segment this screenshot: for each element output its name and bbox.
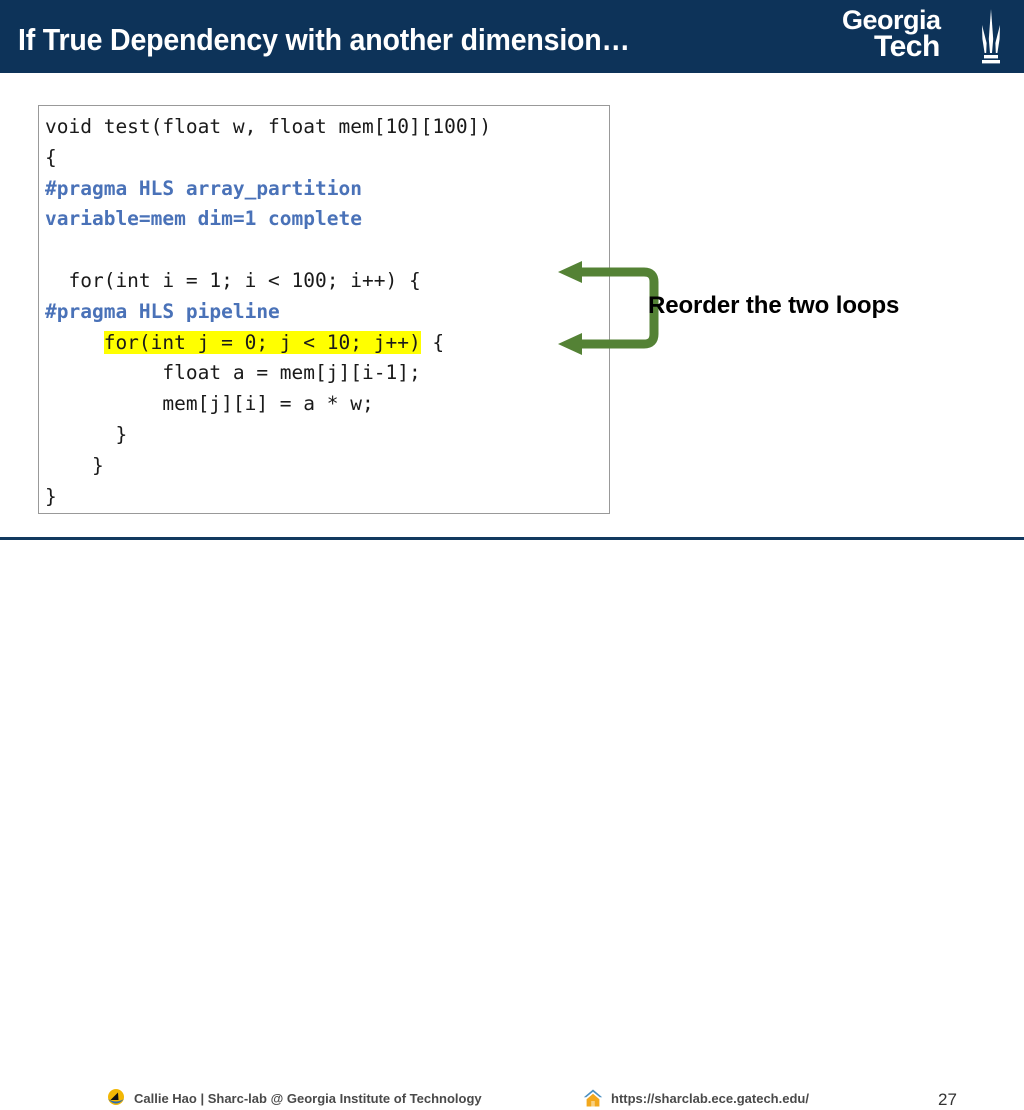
reorder-arrow-icon [558, 261, 659, 355]
code-line: for(int i = 1; i < 100; i++) { [45, 266, 491, 297]
code-line: #pragma HLS pipeline [45, 297, 491, 328]
code-token: for(int i = 1; i < 100; i++) { [45, 268, 421, 292]
code-line: for(int j = 0; j < 10; j++) { [45, 328, 491, 359]
georgia-tech-logo: Georgia Tech [836, 5, 1008, 67]
code-text: void test(float w, float mem[10][100]) { #… [45, 112, 491, 512]
footer-right-text[interactable]: https://sharclab.ece.gatech.edu/ [611, 1090, 809, 1106]
header-divider [0, 73, 1024, 76]
code-line: } [45, 482, 491, 513]
gt-logo-georgia-text: Georgia [842, 5, 941, 35]
code-token: void test(float w, float mem[10][100]) [45, 115, 492, 138]
code-line: mem[j][i] = a * w; [45, 389, 491, 420]
code-token: } [45, 484, 57, 508]
footer-attribution: Callie Hao | Sharc-lab @ Georgia Institu… [106, 1088, 482, 1108]
code-token: { [45, 145, 57, 169]
code-line: } [45, 451, 491, 482]
code-token: { [420, 330, 445, 354]
code-line: #pragma HLS array_partition [45, 174, 491, 205]
code-line: float a = mem[j][i-1]; [45, 358, 491, 389]
code-line: void test(float w, float mem[10][100]) [45, 112, 491, 143]
code-block: void test(float w, float mem[10][100]) { #… [38, 105, 610, 514]
code-token-pragma: #pragma HLS pipeline [45, 299, 280, 323]
code-line [45, 235, 491, 266]
code-token: } [45, 453, 104, 477]
footer-divider [0, 537, 1024, 540]
gt-logo-tech-text: Tech [874, 30, 940, 63]
code-token-pragma: variable=mem dim=1 complete [45, 207, 362, 231]
footer-link[interactable]: https://sharclab.ece.gatech.edu/ [583, 1088, 809, 1108]
code-token: } [45, 422, 128, 446]
code-line: { [45, 143, 491, 174]
code-line: variable=mem dim=1 complete [45, 204, 491, 235]
page-title: If True Dependency with another dimensio… [18, 22, 630, 57]
slide-header: If True Dependency with another dimensio… [0, 0, 1024, 73]
footer-left-text: Callie Hao | Sharc-lab @ Georgia Institu… [134, 1090, 482, 1106]
code-token-pragma: #pragma HLS array_partition [45, 176, 362, 200]
code-token [45, 331, 104, 354]
code-token: float a = mem[j][i-1]; [45, 361, 421, 385]
sharc-lab-logo-icon [108, 1089, 124, 1105]
code-line: } [45, 420, 491, 451]
annotation-label: Reorder the two loops [648, 292, 900, 319]
code-token-highlighted: for(int j = 0; j < 10; j++) [103, 330, 421, 354]
code-token: mem[j][i] = a * w; [45, 392, 374, 416]
home-icon [583, 1089, 603, 1107]
slide-footer: Callie Hao | Sharc-lab @ Georgia Institu… [0, 540, 1024, 1109]
page-number: 27 [938, 1090, 957, 1109]
gt-tower-icon [982, 9, 1000, 64]
